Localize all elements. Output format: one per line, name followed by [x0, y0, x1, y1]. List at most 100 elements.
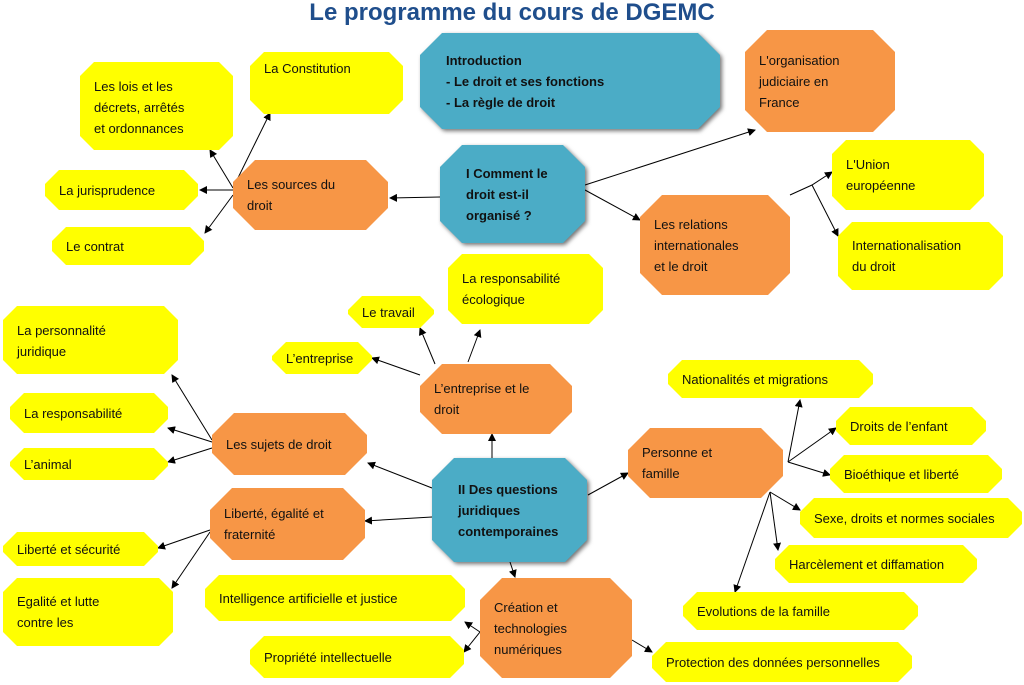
relations-node: Les relations internationales et le droi…	[640, 195, 790, 295]
organisation-node: L'organisation judiciaire en France	[745, 30, 895, 132]
jurisprudence-node: La jurisprudence	[45, 170, 198, 210]
link-q2-sujets	[367, 461, 433, 489]
q1-node-wrap: I Comment le droit est-il organisé ?	[440, 145, 585, 243]
link-sujets-animal	[167, 447, 213, 464]
link-personne-evolutions	[733, 491, 771, 593]
liberte-text: Liberté, égalité et fraternité	[224, 506, 324, 542]
propriete-text: Propriété intellectuelle	[264, 649, 392, 665]
animal-node: L’animal	[10, 448, 168, 480]
link-q2-creation	[508, 561, 517, 578]
travail-text: Le travail	[362, 304, 415, 320]
link-sujets-responsabilite	[167, 426, 213, 443]
organisation-text: L'organisation judiciaire en France	[759, 52, 840, 110]
link-entreprise-travail	[419, 327, 436, 365]
link-sujets-personnalite	[171, 374, 213, 441]
personnalite-text: La personnalité juridique	[17, 323, 106, 359]
internationalisation-node: Internationalisation du droit	[838, 222, 1003, 290]
ia-text: Intelligence artificielle et justice	[219, 590, 398, 606]
internationalisation-text: Internationalisation du droit	[852, 238, 962, 274]
link-q1-organisation	[584, 128, 756, 186]
constitution-node: La Constitution	[250, 52, 403, 114]
link-relations-union	[789, 171, 833, 196]
union-text: L'Union européenne	[846, 157, 916, 193]
egalite-text: Egalité et lutte contre les	[17, 594, 100, 630]
sujets-node: Les sujets de droit	[212, 413, 367, 475]
constitution-text: La Constitution	[264, 61, 351, 76]
harcelement-text: Harcèlement et diffamation	[789, 556, 945, 572]
entreprise-leaf-text: L’entreprise	[286, 350, 354, 366]
liberte-securite-text: Liberté et sécurité	[17, 541, 121, 557]
harcelement-node: Harcèlement et diffamation	[775, 545, 977, 583]
jurisprudence-text: La jurisprudence	[59, 182, 156, 198]
creation-node: Création et technologies numériques	[480, 578, 632, 678]
link-creation-propriete	[463, 631, 481, 653]
link-q1-sources	[389, 193, 441, 202]
link-entreprise-eco	[467, 329, 482, 363]
relations-text: Les relations internationales et le droi…	[654, 216, 739, 274]
evolutions-node: Evolutions de la famille	[683, 592, 918, 630]
personne-text: Personne et famille	[642, 445, 713, 481]
link-q1-relations	[584, 189, 641, 221]
sources-node: Les sources du droit	[233, 160, 388, 230]
nationalites-text: Nationalités et migrations	[682, 371, 828, 387]
link-creation-ia	[464, 621, 481, 633]
bioethique-node: Bioéthique et liberté	[830, 455, 1002, 493]
link-personne-nationalites	[787, 399, 803, 463]
lois-text: Les lois et les décrets, arrêtés et ordo…	[94, 79, 185, 136]
q1-node: I Comment le droit est-il organisé ?	[440, 145, 585, 243]
evolutions-text: Evolutions de la famille	[697, 603, 830, 619]
link-personne-bioethique	[787, 461, 831, 477]
q1-text: I Comment le droit est-il organisé ?	[466, 165, 548, 223]
entreprise-leaf-node: L’entreprise	[272, 342, 372, 374]
droits-enfant-node: Droits de l’enfant	[836, 407, 986, 445]
responsabilite-text: La responsabilité	[24, 405, 123, 421]
q2-node-wrap: II Des questions juridiques contemporain…	[432, 458, 587, 562]
nationalites-node: Nationalités et migrations	[668, 360, 873, 398]
link-sources-lois	[209, 149, 234, 189]
contrat-text: Le contrat	[66, 238, 124, 254]
sexe-node: Sexe, droits et normes sociales	[800, 498, 1022, 538]
ia-node: Intelligence artificielle et justice	[205, 575, 465, 621]
intro-text: Introduction - Le droit et ses fonctions…	[446, 52, 605, 110]
protection-node: Protection des données personnelles	[652, 642, 912, 682]
link-liberte-egalite	[171, 531, 211, 589]
protection-text: Protection des données personnelles	[666, 654, 880, 670]
link-sources-constitution	[232, 112, 271, 189]
personne-node: Personne et famille	[628, 428, 783, 498]
contrat-node: Le contrat	[52, 227, 204, 265]
creation-text: Création et technologies numériques	[494, 599, 567, 657]
diagram-title: Le programme du cours de DGEMC	[309, 0, 715, 26]
union-node: L'Union européenne	[832, 140, 984, 210]
bioethique-text: Bioéthique et liberté	[844, 466, 959, 482]
link-creation-protection	[631, 639, 653, 653]
intro-node: Introduction - Le droit et ses fonctions…	[420, 33, 720, 129]
liberte-node: Liberté, égalité et fraternité	[210, 488, 365, 560]
link-liberte-securite	[157, 529, 211, 550]
travail-node: Le travail	[348, 296, 434, 328]
propriete-node: Propriété intellectuelle	[250, 636, 464, 678]
link-relations-internationalisation	[811, 184, 839, 237]
lois-node: Les lois et les décrets, arrêtés et ordo…	[80, 62, 233, 150]
link-personne-enfant	[787, 427, 837, 463]
animal-text: L’animal	[24, 456, 72, 472]
sujets-text: Les sujets de droit	[226, 436, 332, 452]
responsabilite-node: La responsabilité	[10, 393, 168, 433]
q2-node: II Des questions juridiques contemporain…	[432, 458, 587, 562]
link-q2-liberte	[364, 516, 433, 525]
liberte-securite-node: Liberté et sécurité	[3, 532, 158, 566]
entreprise-node: L’entreprise et le droit	[420, 364, 572, 434]
responsabilite-eco-node: La responsabilité écologique	[448, 254, 603, 324]
link-personne-harcelement	[769, 491, 782, 551]
sources-text: Les sources du droit	[247, 177, 336, 213]
link-entreprise-leaf	[371, 356, 421, 376]
link-personne-sexe	[769, 491, 801, 511]
responsabilite-eco-text: La responsabilité écologique	[462, 271, 561, 307]
egalite-node: Egalité et lutte contre les	[3, 578, 173, 646]
sexe-text: Sexe, droits et normes sociales	[814, 510, 995, 526]
droits-enfant-text: Droits de l’enfant	[850, 418, 948, 434]
entreprise-text: L’entreprise et le droit	[434, 381, 530, 417]
link-sources-contrat	[204, 194, 234, 234]
link-q2-personne	[587, 472, 629, 496]
q2-text: II Des questions juridiques contemporain…	[458, 481, 559, 539]
